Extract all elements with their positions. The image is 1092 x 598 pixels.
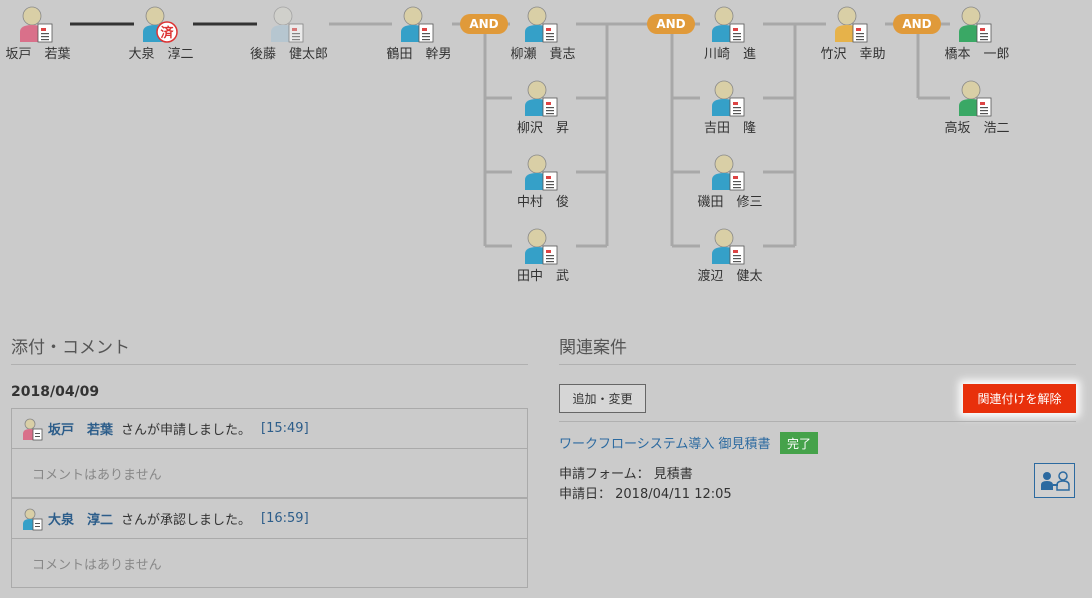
document-icon xyxy=(729,171,745,191)
and-pill xyxy=(647,14,695,34)
approver-name: 川崎 進 xyxy=(704,47,756,62)
person-head-icon xyxy=(145,6,165,26)
person-head-icon xyxy=(837,6,857,26)
approver-oizumi: 済 xyxy=(143,6,178,43)
approved-stamp-icon: 済 xyxy=(156,21,178,43)
approver-nakamura xyxy=(525,154,558,191)
log-action-text: さんが承認しました。 xyxy=(121,513,252,528)
person-head-icon xyxy=(22,6,42,26)
application-date-line: 申請日： 2018/04/11 12:05 xyxy=(559,487,732,502)
document-icon xyxy=(542,23,558,43)
approver-name: 大泉 淳二 xyxy=(128,46,193,62)
approver-name: 坂戸 若葉 xyxy=(5,46,70,62)
approver-yoshida xyxy=(712,80,745,117)
log-user-name[interactable]: 大泉 淳二 xyxy=(48,513,114,528)
user-doc-icon xyxy=(23,508,43,530)
user-link-icon[interactable] xyxy=(1034,463,1075,498)
log-time: [16:59] xyxy=(261,511,309,526)
approver-tsuruta xyxy=(401,6,434,43)
document-icon xyxy=(729,23,745,43)
approver-name: 柳瀬 貴志 xyxy=(510,47,575,62)
and-label: AND xyxy=(902,17,931,31)
add-change-button[interactable]: 追加・変更 xyxy=(559,384,646,413)
approver-name: 磯田 修三 xyxy=(697,195,762,210)
status-badge: 完了 xyxy=(780,432,818,454)
person-head-icon xyxy=(714,228,734,248)
person-head-icon xyxy=(527,154,547,174)
related-list-divider xyxy=(559,421,1076,422)
approver-name: 後藤 健太郎 xyxy=(250,47,328,62)
approver-name: 橋本 一郎 xyxy=(944,47,1009,62)
approver-tanaka xyxy=(525,228,558,265)
person-head-icon xyxy=(527,6,547,26)
related-item-link[interactable]: ワークフローシステム導入 御見積書 xyxy=(559,437,771,452)
approver-name: 高坂 浩二 xyxy=(944,120,1009,136)
connector-lines xyxy=(70,22,950,248)
approver-takasaka xyxy=(959,80,992,117)
log-time: [15:49] xyxy=(261,421,309,436)
related-divider xyxy=(559,364,1076,365)
svg-text:済: 済 xyxy=(160,25,174,41)
approver-name: 柳沢 昇 xyxy=(517,121,569,136)
approver-isoda xyxy=(712,154,745,191)
approver-name: 竹沢 幸助 xyxy=(820,47,885,62)
log-action-text: さんが申請しました。 xyxy=(121,423,252,438)
person-head-icon xyxy=(527,80,547,100)
attachments-divider xyxy=(11,364,528,365)
and-pill xyxy=(893,14,941,34)
document-icon xyxy=(37,23,53,43)
document-icon xyxy=(542,97,558,117)
document-icon xyxy=(729,97,745,117)
document-icon xyxy=(288,23,304,43)
log-user-name[interactable]: 坂戸 若葉 xyxy=(48,423,114,438)
attachments-section-title: 添付・コメント xyxy=(11,338,130,358)
approver-yanase xyxy=(525,6,558,43)
document-icon xyxy=(542,171,558,191)
approver-name: 田中 武 xyxy=(517,269,569,284)
log-entry-approve: 大泉 淳二 さんが承認しました。 [16:59] コメントはありません xyxy=(11,498,528,588)
comment-date: 2018/04/09 xyxy=(11,384,100,400)
document-icon xyxy=(852,23,868,43)
related-section-title: 関連案件 xyxy=(559,338,627,358)
and-connector: AND xyxy=(460,14,508,34)
person-head-icon xyxy=(403,6,423,26)
document-icon xyxy=(542,245,558,265)
person-head-icon xyxy=(961,80,981,100)
approver-sakado xyxy=(20,6,53,43)
log-entry-header: 大泉 淳二 さんが承認しました。 [16:59] xyxy=(12,499,527,539)
user-doc-icon xyxy=(23,418,43,440)
approver-goto xyxy=(271,6,304,43)
approver-kawasaki xyxy=(712,6,745,43)
form-type-line: 申請フォーム： 見積書 xyxy=(559,467,693,482)
approver-yanagisawa xyxy=(525,80,558,117)
person-head-icon xyxy=(714,6,734,26)
approver-name: 中村 俊 xyxy=(517,195,569,210)
and-connector: AND xyxy=(647,14,695,34)
unlink-button[interactable]: 関連付けを解除 xyxy=(963,384,1076,413)
approver-name: 渡辺 健太 xyxy=(697,268,762,284)
approver-name: 鶴田 幹男 xyxy=(386,46,451,62)
person-head-icon xyxy=(714,154,734,174)
document-icon xyxy=(976,97,992,117)
and-label: AND xyxy=(656,17,685,31)
document-icon xyxy=(729,245,745,265)
document-icon xyxy=(418,23,434,43)
person-head-icon xyxy=(527,228,547,248)
and-label: AND xyxy=(469,17,498,31)
person-head-icon xyxy=(273,6,293,26)
log-entry-apply: 坂戸 若葉 さんが申請しました。 [15:49] コメントはありません xyxy=(11,408,528,498)
document-icon xyxy=(976,23,992,43)
and-connector: AND xyxy=(893,14,941,34)
log-comment: コメントはありません xyxy=(32,467,162,483)
log-entry-header: 坂戸 若葉 さんが申請しました。 [15:49] xyxy=(12,409,527,449)
person-head-icon xyxy=(961,6,981,26)
approver-watanabe xyxy=(712,228,745,265)
and-pill xyxy=(460,14,508,34)
approver-name: 吉田 隆 xyxy=(704,121,756,136)
person-head-icon xyxy=(714,80,734,100)
log-comment: コメントはありません xyxy=(32,557,162,573)
approver-takezawa xyxy=(835,6,868,43)
approver-hashimoto xyxy=(959,6,992,43)
